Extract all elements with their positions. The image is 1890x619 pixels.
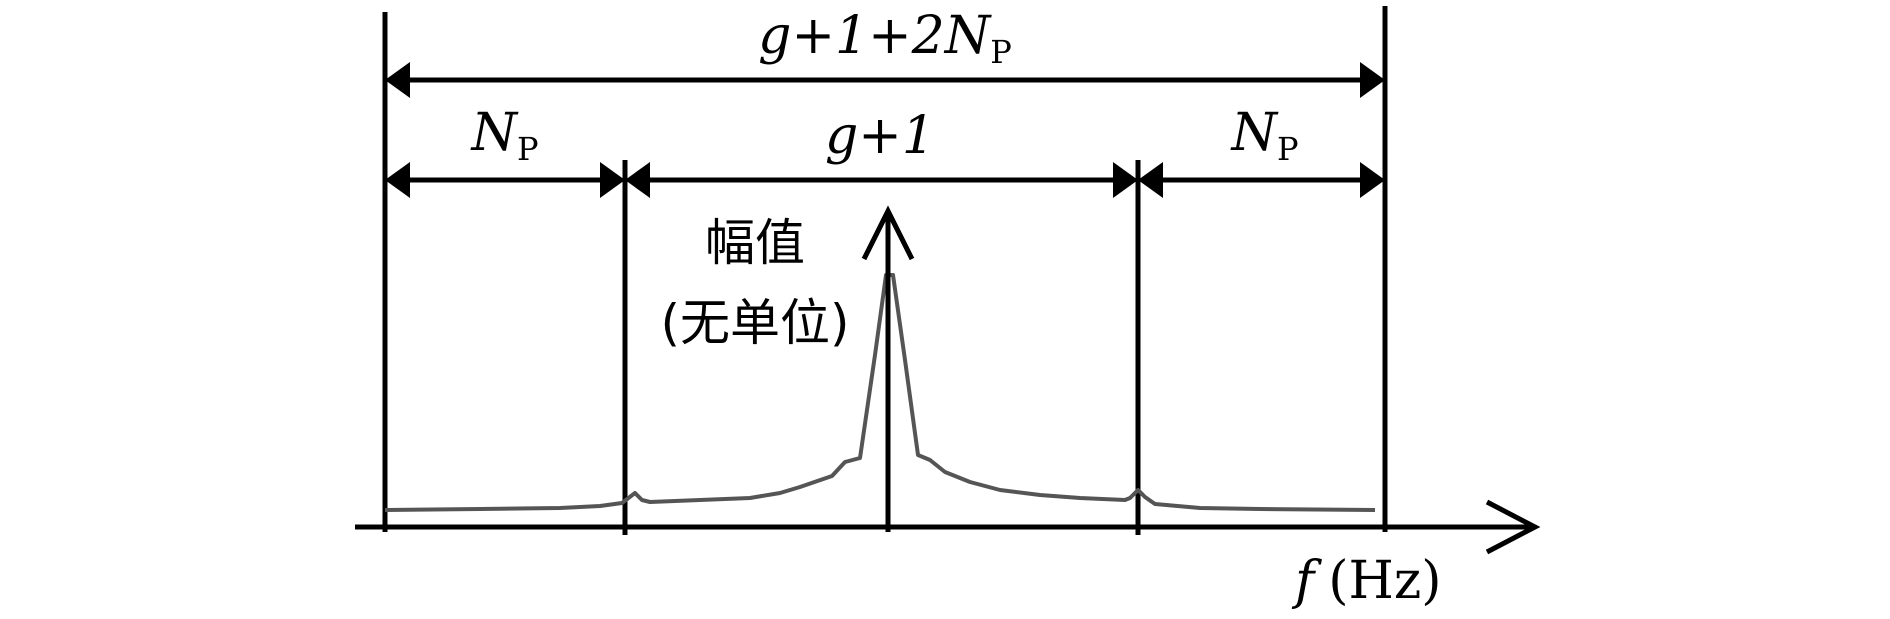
x-axis-unit: (Hz): [1328, 551, 1441, 611]
y-axis-label-line1: 幅值: [705, 214, 805, 272]
right-guard-subscript: P: [1277, 130, 1299, 168]
right-guard-right-arrowhead: [1360, 162, 1385, 198]
left-guard-subscript: P: [517, 130, 539, 168]
total-width-left-arrowhead: [385, 62, 410, 98]
center-band-right-arrowhead: [1113, 162, 1138, 198]
center-band-label: g+1: [825, 106, 935, 166]
spectrum-curve: [384, 273, 1376, 512]
left-guard-left-arrowhead: [385, 162, 410, 198]
x-axis-symbol: f: [1291, 551, 1322, 611]
left-guard-right-arrowhead: [600, 162, 625, 198]
y-axis-label-line2: (无单位): [660, 294, 849, 352]
total-width-subscript: P: [990, 33, 1012, 71]
total-width-right-arrowhead: [1360, 62, 1385, 98]
center-band-left-arrowhead: [625, 162, 650, 198]
right-guard-label: NP: [1229, 103, 1298, 168]
x-axis-arrowhead: [1485, 499, 1541, 555]
left-guard-label: NP: [469, 103, 538, 168]
x-axis-label: f(Hz): [1291, 551, 1442, 611]
right-guard-left-arrowhead: [1138, 162, 1163, 198]
y-axis-arrowhead: [861, 205, 915, 261]
total-width-label: g+1+2NP: [758, 6, 1012, 71]
